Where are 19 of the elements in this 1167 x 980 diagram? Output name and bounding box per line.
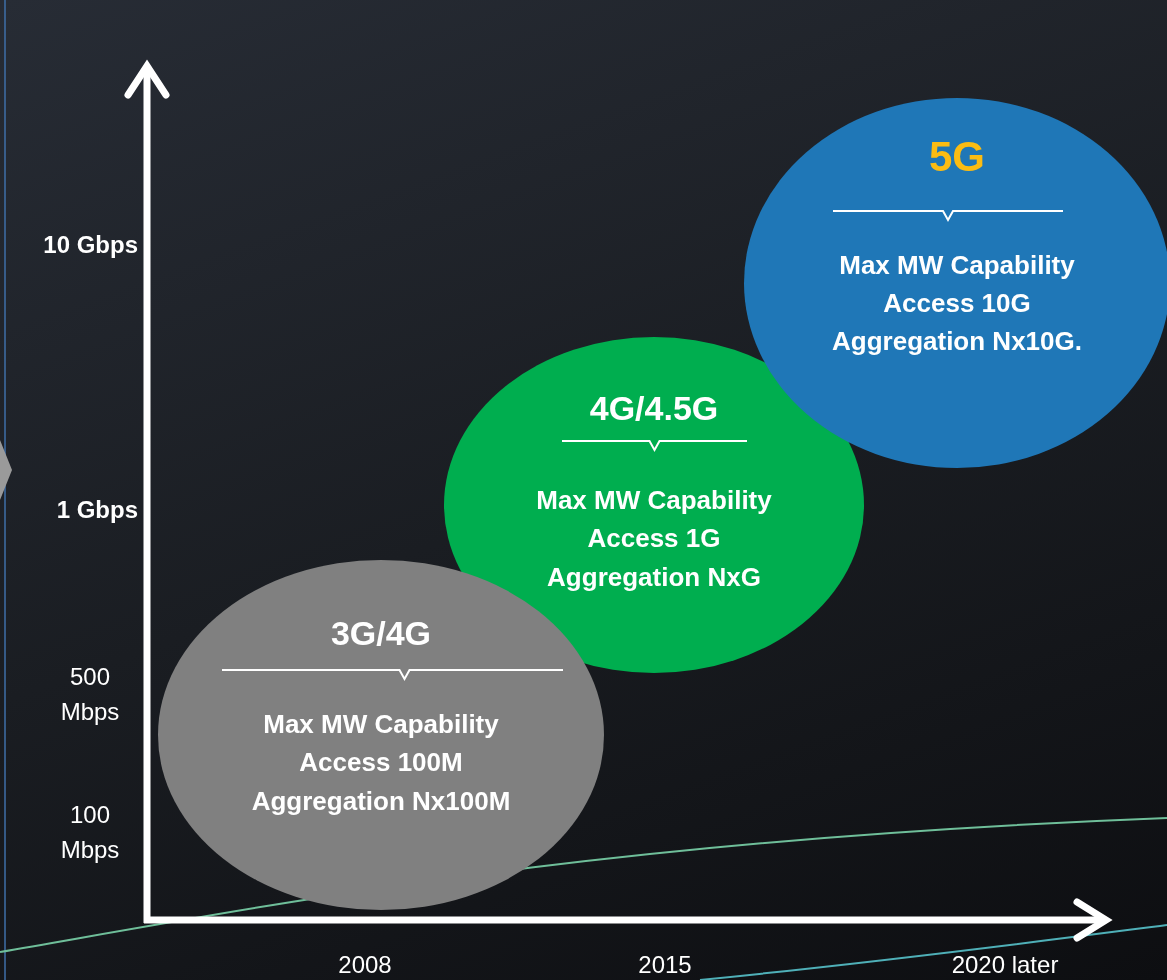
generation-heading: 5G	[928, 136, 986, 178]
capability-text: Max MW Capability	[535, 487, 773, 513]
axis-tick-label: 500 Mbps	[59, 662, 121, 727]
capability-text: Aggregation Nx10G.	[831, 328, 1083, 354]
capability-text: Access 1G	[586, 525, 722, 551]
capability-text: Access 10G	[882, 290, 1032, 316]
generation-heading: 3G/4G	[329, 616, 433, 650]
capability-text: Aggregation NxG	[546, 564, 762, 590]
year-label: 2015	[637, 950, 693, 980]
year-label: 2008	[337, 950, 393, 980]
capability-text: Aggregation Nx100M	[250, 788, 512, 814]
capability-text: Max MW Capability	[262, 711, 500, 737]
axis-tick-label: 1 Gbps	[55, 495, 138, 525]
capability-text: Access 100M	[298, 749, 464, 775]
axis-tick-label: 100 Mbps	[59, 800, 121, 865]
year-label: 2020 later	[950, 950, 1060, 980]
capability-text: Max MW Capability	[838, 252, 1076, 278]
axis-tick-label: 10 Gbps	[42, 230, 138, 260]
generation-heading: 4G/4.5G	[588, 391, 720, 425]
